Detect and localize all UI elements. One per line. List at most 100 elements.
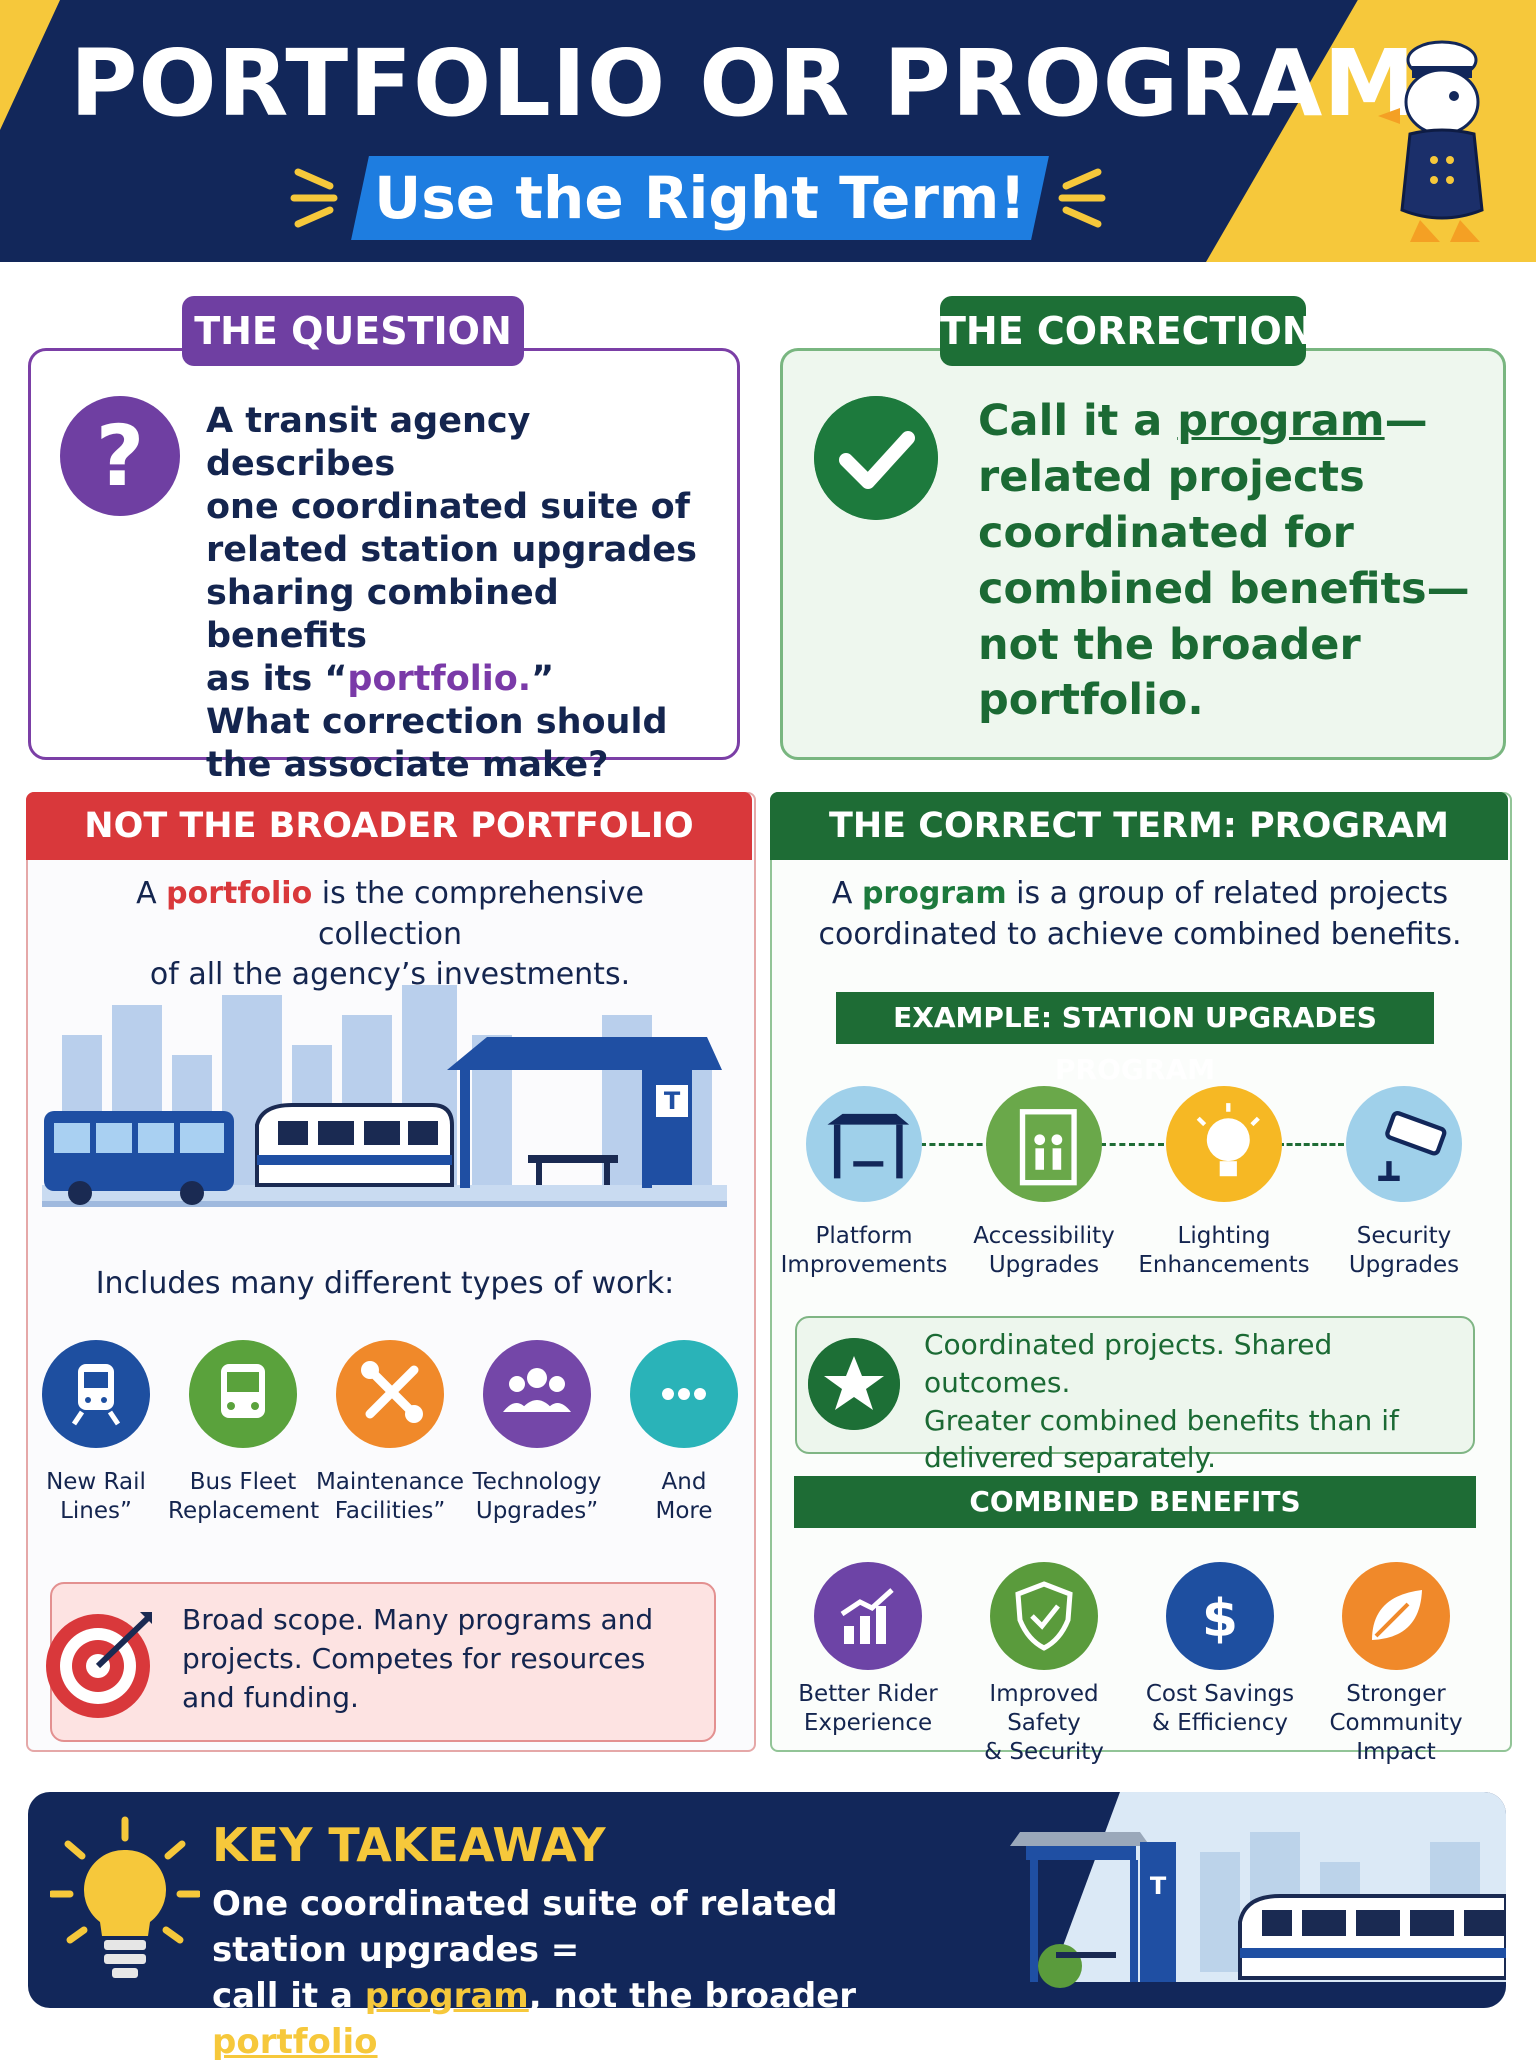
question-mark-icon: ? (60, 396, 180, 516)
question-line: What correction should (206, 702, 668, 743)
item-label-line: Lines” (60, 1497, 132, 1524)
coordinated-text: Coordinated projects. Shared outcomes. G… (924, 1326, 1464, 1477)
item-label-line: Maintenance (315, 1469, 465, 1495)
takeaway-fragment: , not the broader (528, 1975, 857, 2016)
yellow-corner-left (0, 0, 60, 130)
item-label-line: And (661, 1469, 707, 1495)
lightbulb-icon (1166, 1086, 1282, 1202)
item-label-line: & Efficiency (1151, 1709, 1289, 1736)
takeaway-title: KEY TAKEAWAY (212, 1818, 606, 1872)
correction-line: Call it a program— (978, 394, 1488, 450)
train-icon (42, 1340, 150, 1448)
question-line: sharing combined benefits (206, 573, 559, 657)
item-label-line: Upgrades” (475, 1497, 599, 1524)
header-banner: PORTFOLIO OR PROGRAM? Use the Right Term… (0, 0, 1536, 262)
item-label-line: Upgrades (988, 1251, 1100, 1278)
question-text-fragment: as its “ (206, 659, 348, 700)
question-line: as its “portfolio.” (206, 658, 726, 701)
definition-fragment: is a group of related projects (1006, 876, 1449, 911)
item-label-line: Experience (803, 1709, 933, 1736)
portfolio-term: portfolio (212, 2021, 378, 2062)
takeaway-line: call it a program, not the broader portf… (212, 1974, 972, 2066)
question-line: A transit agency describes (206, 401, 531, 485)
duck-captain-mascot-icon (1378, 40, 1484, 242)
camera-icon (1346, 1086, 1462, 1202)
combined-benefits-heading: COMBINED BENEFITS (794, 1476, 1476, 1528)
checkmark-icon (814, 396, 938, 520)
station-scene-illustration: T (1010, 1792, 1506, 2008)
correction-line: not the broader (978, 619, 1361, 670)
program-heading: THE CORRECT TERM: PROGRAM (770, 792, 1508, 860)
people-icon (483, 1340, 591, 1448)
definition-line: A portfolio is the comprehensive collect… (60, 874, 720, 955)
connector-line (1278, 1143, 1344, 1146)
item-label-line: Platform (815, 1223, 913, 1249)
question-text: A transit agency describes one coordinat… (206, 400, 726, 787)
item-label-line: Stronger (1346, 1681, 1446, 1707)
connector-line (920, 1143, 992, 1146)
correction-tab: THE CORRECTION (940, 296, 1314, 366)
portfolio-note-box (50, 1582, 716, 1742)
correction-line: related projects (978, 451, 1365, 502)
correction-line: coordinated for (978, 507, 1354, 558)
takeaway-text: One coordinated suite of related station… (212, 1882, 972, 2066)
definition-line: coordinated to achieve combined benefits… (818, 916, 1462, 952)
connector-line (1100, 1143, 1164, 1146)
lightbulb-icon (50, 1816, 200, 1978)
shelter-icon (806, 1086, 922, 1202)
question-tab: THE QUESTION (182, 296, 524, 366)
correction-fragment: — (1384, 396, 1428, 446)
coord-line: Coordinated projects. Shared outcomes. (924, 1328, 1333, 1399)
question-text-fragment: ” (531, 659, 555, 700)
item-label-line: Security (1356, 1223, 1452, 1249)
question-line: one coordinated suite of (206, 487, 690, 528)
question-line: the associate make? (206, 745, 609, 786)
definition-fragment: is the comprehensive collection (312, 876, 644, 952)
portfolio-note-text: Broad scope. Many programs and projects.… (182, 1600, 702, 1718)
item-label-line: Technology (472, 1469, 602, 1495)
item-label-line: & Security (984, 1738, 1104, 1765)
item-label-line: Improved Safety (989, 1681, 1099, 1736)
portfolio-heading: NOT THE BROADER PORTFOLIO (26, 792, 752, 860)
item-label-line: Replacement (168, 1497, 320, 1524)
transit-scene-illustration: T (42, 985, 727, 1207)
item-label-line: Accessibility (973, 1223, 1115, 1249)
more-icon (630, 1340, 738, 1448)
question-line: related station upgrades (206, 530, 697, 571)
elevator-icon (986, 1086, 1102, 1202)
correction-line: combined benefits— (978, 563, 1470, 614)
note-line: and funding. (182, 1681, 359, 1715)
svg-text:T: T (1150, 1872, 1167, 1900)
program-term: program (861, 876, 1007, 911)
svg-text:$: $ (1202, 1589, 1238, 1649)
item-label-line: Cost Savings (1145, 1681, 1295, 1707)
includes-caption: Includes many different types of work: (95, 1266, 675, 1301)
definition-line: A program is a group of related projects (800, 874, 1480, 915)
item-label-line: Lighting (1177, 1223, 1271, 1249)
definition-fragment: A (831, 876, 862, 911)
program-term: program (364, 1975, 529, 2016)
correction-fragment: Call it a (978, 396, 1178, 446)
definition-line: of all the agency’s investments. (149, 957, 631, 992)
portfolio-term: portfolio (166, 876, 313, 911)
tools-icon (336, 1340, 444, 1448)
takeaway-fragment: . (377, 2021, 391, 2062)
target-icon (46, 1612, 152, 1718)
dollar-icon: $ (1166, 1562, 1274, 1670)
item-label-line: Upgrades (1348, 1251, 1460, 1278)
item-label: Cost Savings& Efficiency (1125, 1680, 1315, 1738)
page-title: PORTFOLIO OR PROGRAM? (70, 30, 1471, 137)
burst-right-icon (1058, 168, 1106, 228)
item-label-line: New Rail (46, 1469, 146, 1495)
shield-icon (990, 1562, 1098, 1670)
program-definition: A program is a group of related projects… (800, 874, 1480, 955)
